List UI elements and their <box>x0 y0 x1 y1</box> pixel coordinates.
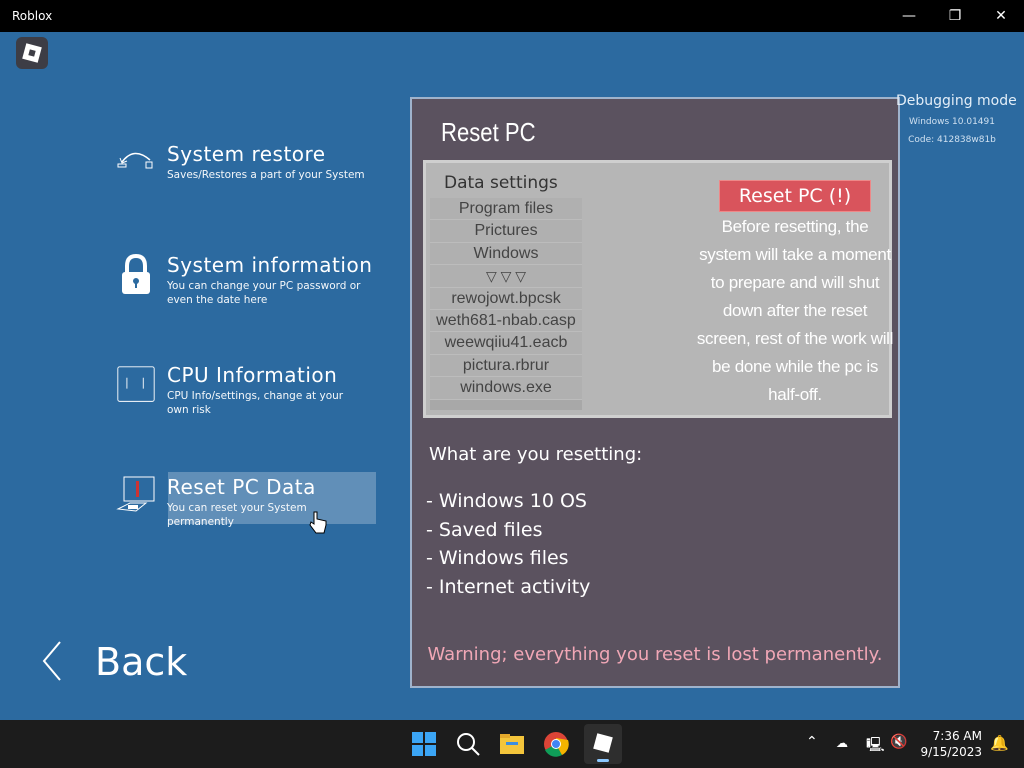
reset-item: - Saved files <box>426 518 543 541</box>
roblox-logo-icon[interactable] <box>16 37 48 69</box>
search-icon[interactable] <box>452 728 484 760</box>
file-explorer-icon[interactable] <box>496 728 528 760</box>
list-item[interactable]: rewojowt.bpcsk <box>430 287 582 310</box>
network-icon[interactable]: 🖳 <box>866 737 885 753</box>
list-item[interactable]: weewqiiu41.eacb <box>430 332 582 355</box>
warning-text: Warning; everything you reset is lost pe… <box>427 644 883 665</box>
list-item[interactable]: Prictures <box>430 220 582 243</box>
list-item[interactable]: Windows <box>430 242 582 266</box>
clock-date: 9/15/2023 <box>920 745 982 759</box>
list-item[interactable]: weth681-nbab.casp <box>430 309 582 333</box>
reset-item: - Windows files <box>426 547 569 569</box>
taskbar: ⌃ ☁ 🖳 🔇 7:36 AM 9/15/2023 🔔 <box>0 720 1024 768</box>
clock[interactable]: 7:36 AM 9/15/2023 <box>912 728 982 760</box>
resetting-question: What are you resetting: <box>429 444 643 465</box>
menu-subtitle: Saves/Restores a part of your System <box>167 169 365 181</box>
menu-title: CPU Information <box>167 363 338 387</box>
menu-subtitle: You can reset your System permanently <box>167 502 307 528</box>
debug-code: Code: 412838w81b <box>908 135 996 145</box>
menu-subtitle: CPU Info/settings, change at your own ri… <box>167 390 344 416</box>
close-button[interactable]: ✕ <box>995 8 1007 24</box>
restore-icon <box>117 152 153 169</box>
window-title: Roblox <box>12 9 53 23</box>
cpu-icon <box>117 366 155 402</box>
computer-icon <box>116 476 155 512</box>
selected-highlight <box>168 472 376 524</box>
menu-title: System restore <box>167 142 326 166</box>
reset-pc-button[interactable]: Reset PC (!) <box>719 180 871 212</box>
data-list[interactable]: Program files Prictures Windows ▽ ▽ ▽ re… <box>430 198 582 410</box>
back-label: Back <box>95 640 188 684</box>
debug-version: Windows 10.01491 <box>909 117 995 127</box>
chevron-up-icon[interactable]: ⌃ <box>806 734 818 750</box>
chevron-left-icon <box>42 641 61 681</box>
back-button[interactable]: Back <box>40 640 187 686</box>
windows-start-icon[interactable] <box>408 728 440 760</box>
volume-muted-icon[interactable]: 🔇 <box>890 734 908 750</box>
list-item[interactable]: pictura.rbrur <box>430 354 582 378</box>
clock-time: 7:36 AM <box>932 729 982 743</box>
menu-title: Reset PC Data <box>167 475 316 499</box>
reset-pc-panel: Reset PC Data settings Program files Pri… <box>410 97 900 688</box>
menu-title: System information <box>167 253 373 277</box>
reset-item: - Internet activity <box>426 575 591 598</box>
roblox-taskbar-button[interactable] <box>584 724 622 764</box>
minimize-button[interactable]: — <box>902 8 916 24</box>
list-item[interactable]: Program files <box>430 198 582 221</box>
notification-bell-icon[interactable]: 🔔 <box>990 734 1009 752</box>
expand-arrows[interactable]: ▽ ▽ ▽ <box>430 265 582 288</box>
data-settings-label: Data settings <box>444 173 558 193</box>
data-settings-box: Data settings Program files Prictures Wi… <box>423 160 894 418</box>
cursor-hand-icon <box>309 511 327 534</box>
debug-info: Debugging mode Windows 10.01491 Code: 41… <box>896 93 1017 145</box>
maximize-button[interactable]: ❐ <box>948 8 962 24</box>
panel-title: Reset PC <box>441 117 536 147</box>
reset-items: - Windows 10 OS - Saved files - Windows … <box>426 487 590 601</box>
list-item[interactable]: windows.exe <box>430 377 582 400</box>
title-bar: Roblox — ❐ ✕ <box>0 0 1024 32</box>
chrome-icon[interactable] <box>540 728 572 760</box>
reset-description: Before resetting, the system will take a… <box>696 217 894 404</box>
reset-item: - Windows 10 OS <box>426 490 587 512</box>
onedrive-icon[interactable]: ☁ <box>836 736 848 750</box>
menu-subtitle: You can change your PC password or even … <box>167 280 361 306</box>
lock-icon <box>122 253 150 294</box>
debug-title: Debugging mode <box>896 93 1017 109</box>
